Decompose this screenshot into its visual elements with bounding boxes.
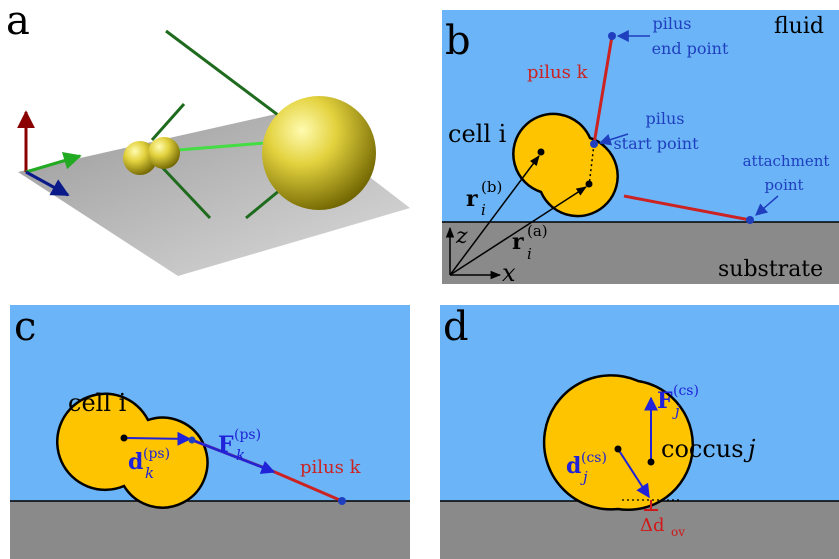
- substrate-region: [10, 501, 410, 559]
- pilus-rod: [158, 163, 212, 220]
- pilus-line: [623, 194, 751, 222]
- ra-vector: [449, 186, 587, 276]
- d-label-sup: (cs): [581, 450, 607, 466]
- small-sphere: [148, 137, 180, 169]
- panel-a: a: [6, 0, 410, 276]
- x-axis-label: x: [502, 259, 516, 287]
- start-point-label-line1: pilus: [646, 109, 685, 128]
- rb-label-sub: i: [481, 201, 486, 219]
- d-vector: [617, 448, 650, 499]
- d-vector: [123, 431, 192, 446]
- cell-center-dot: [120, 434, 128, 442]
- end-point-label-line2: end point: [652, 39, 729, 58]
- pilus-label: pilus k: [527, 62, 589, 83]
- large-sphere: [262, 96, 376, 210]
- attachment-point: [746, 216, 754, 224]
- y-axis-arrow: [25, 151, 82, 174]
- f-label-sup: (cs): [673, 383, 699, 399]
- f-label-main: F: [657, 388, 673, 414]
- x-axis-arrow: [25, 170, 70, 197]
- rb-label-sup: (b): [481, 178, 502, 196]
- center-a-dot: [585, 180, 593, 188]
- panel-d: d coccus j F (cs) j d (cs) j Δd ov: [440, 304, 839, 559]
- pilus-start-point: [590, 140, 598, 148]
- substrate-region: [440, 501, 839, 559]
- overlap-label: Δd: [640, 515, 665, 536]
- cell-label: cell i: [448, 120, 507, 148]
- panel-c: c cell i pilus k d (ps) k F (ps) k: [10, 304, 410, 559]
- start-point-label-line2: start point: [613, 134, 699, 153]
- d-label-sub: k: [145, 464, 154, 482]
- panel-a-letter: a: [6, 0, 30, 44]
- cell-body: [512, 112, 619, 218]
- d-label-sub: j: [580, 468, 588, 486]
- substrate-label: substrate: [718, 257, 823, 282]
- pilus-line: [592, 35, 614, 145]
- substrate-region: [442, 222, 839, 284]
- cell-label: cell i: [68, 389, 127, 417]
- coccus-label: coccus: [661, 435, 744, 463]
- pilus-rod: [150, 103, 186, 141]
- pilus-label: pilus k: [300, 457, 362, 478]
- ra-label-main: r: [512, 229, 524, 255]
- center-b-dot: [537, 148, 545, 156]
- panel-b: b fluid substrate z x cell i pilus k r (…: [442, 10, 839, 287]
- rb-vector: [449, 155, 540, 276]
- force-vector: [191, 439, 276, 474]
- pilus-line: [269, 468, 343, 503]
- center-dot: [614, 445, 622, 453]
- d-label-sup: (ps): [143, 446, 170, 462]
- attachment-label-line2: point: [764, 176, 803, 194]
- overlap-label-sub: ov: [671, 525, 685, 539]
- fluid-label: fluid: [774, 14, 824, 39]
- pilus-start-point: [188, 436, 196, 444]
- center-dot: [647, 458, 655, 466]
- pilus-rod: [245, 188, 281, 220]
- d-label-main: d: [128, 449, 143, 475]
- panel-b-letter: b: [445, 18, 471, 64]
- ra-label-sup: (a): [527, 222, 548, 240]
- f-label-sub: j: [672, 402, 680, 420]
- ra-label-sub: i: [527, 245, 532, 263]
- pilus-end-point: [608, 32, 616, 40]
- start-point-pointer: [598, 133, 629, 146]
- f-label-sup: (ps): [234, 427, 261, 443]
- panel-d-letter: d: [443, 304, 469, 350]
- d-label-main: d: [566, 453, 581, 479]
- rb-label-main: r: [466, 186, 478, 212]
- end-point-label-line1: pilus: [653, 14, 692, 33]
- dotted-link: [588, 143, 595, 187]
- z-axis-label: z: [455, 224, 468, 249]
- f-label-main: F: [218, 432, 234, 458]
- f-label-sub: k: [236, 446, 245, 464]
- fluid-region: [442, 10, 839, 222]
- attachment-point: [338, 497, 346, 505]
- panel-c-letter: c: [14, 304, 36, 350]
- attachment-label-line1: attachment: [743, 152, 830, 170]
- attachment-pointer: [755, 195, 779, 216]
- pilus-rod: [165, 29, 299, 132]
